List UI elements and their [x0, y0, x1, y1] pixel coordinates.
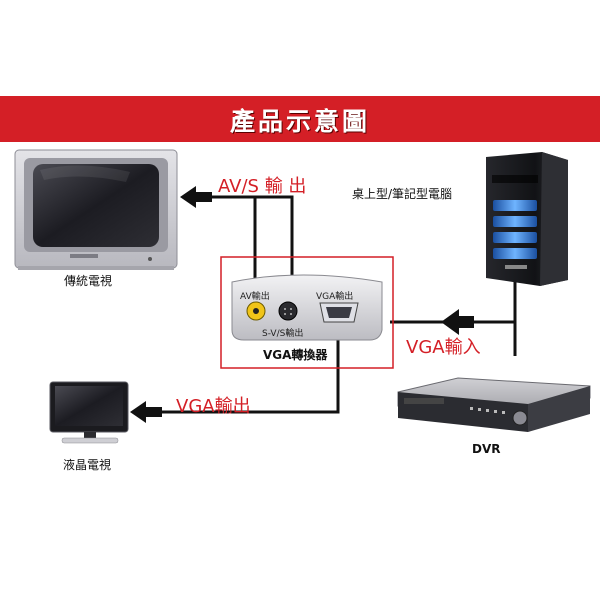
- lcd-tv-icon: [49, 381, 129, 444]
- arrow-left-icon: [441, 309, 474, 335]
- title-banner: 產品示意圖: [0, 96, 600, 142]
- dvr-label: DVR: [472, 442, 501, 456]
- banner-title: 產品示意圖: [229, 107, 370, 136]
- arrow-left-icon: [180, 186, 212, 208]
- traditional-tv-label: 傳統電視: [64, 274, 113, 288]
- desktop-laptop-label: 桌上型/筆記型電腦: [352, 187, 453, 201]
- arrow-left-icon: [130, 401, 162, 423]
- lcd-tv-label: 液晶電視: [63, 458, 112, 472]
- av-wire: [192, 195, 294, 285]
- dvr-recorder-icon: [397, 377, 591, 432]
- vga-converter-icon: [231, 274, 383, 341]
- vga-output-label: VGA輸出: [176, 396, 251, 417]
- svs-output-port-label: S-V/S輸出: [262, 329, 304, 339]
- vga-input-label: VGA輸入: [406, 337, 481, 358]
- crt-tv-icon: [14, 149, 178, 270]
- av-output-port-label: AV輸出: [240, 292, 270, 302]
- pc-tower-icon: [486, 152, 568, 286]
- av-s-output-label: AV/S 輸 出: [218, 176, 307, 197]
- converter-callout-box: [220, 256, 394, 369]
- vga-output-port-label: VGA輸出: [316, 292, 354, 302]
- vga-out-wire: [142, 325, 340, 414]
- converter-label: VGA轉換器: [263, 348, 328, 362]
